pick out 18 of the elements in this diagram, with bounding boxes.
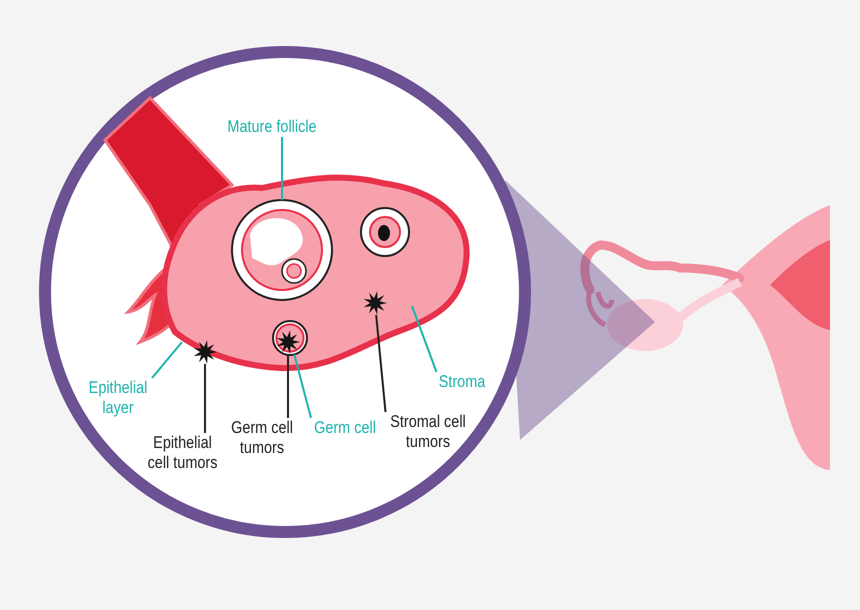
part-label: Germ cell tumors <box>228 418 296 458</box>
part-label: Epithelial layer <box>84 378 152 418</box>
leader-line <box>287 354 289 418</box>
star-burst-icon <box>194 340 217 364</box>
leader-line <box>204 364 206 433</box>
leader-line <box>375 314 386 412</box>
part-label: Mature follicle <box>219 117 325 137</box>
star-burst-icon <box>276 330 300 354</box>
leader-line <box>411 306 438 372</box>
part-label: Germ cell <box>311 418 379 438</box>
star-burst-icon <box>364 291 387 315</box>
part-label: Epithelial cell tumors <box>142 433 223 473</box>
leader-line <box>293 354 312 418</box>
part-label: Stroma <box>436 372 488 392</box>
follicle-drawing <box>231 199 333 301</box>
follicle-ring-drawing <box>272 320 308 356</box>
part-label: Stromal cell tumors <box>386 412 470 452</box>
leader-line <box>151 341 183 379</box>
